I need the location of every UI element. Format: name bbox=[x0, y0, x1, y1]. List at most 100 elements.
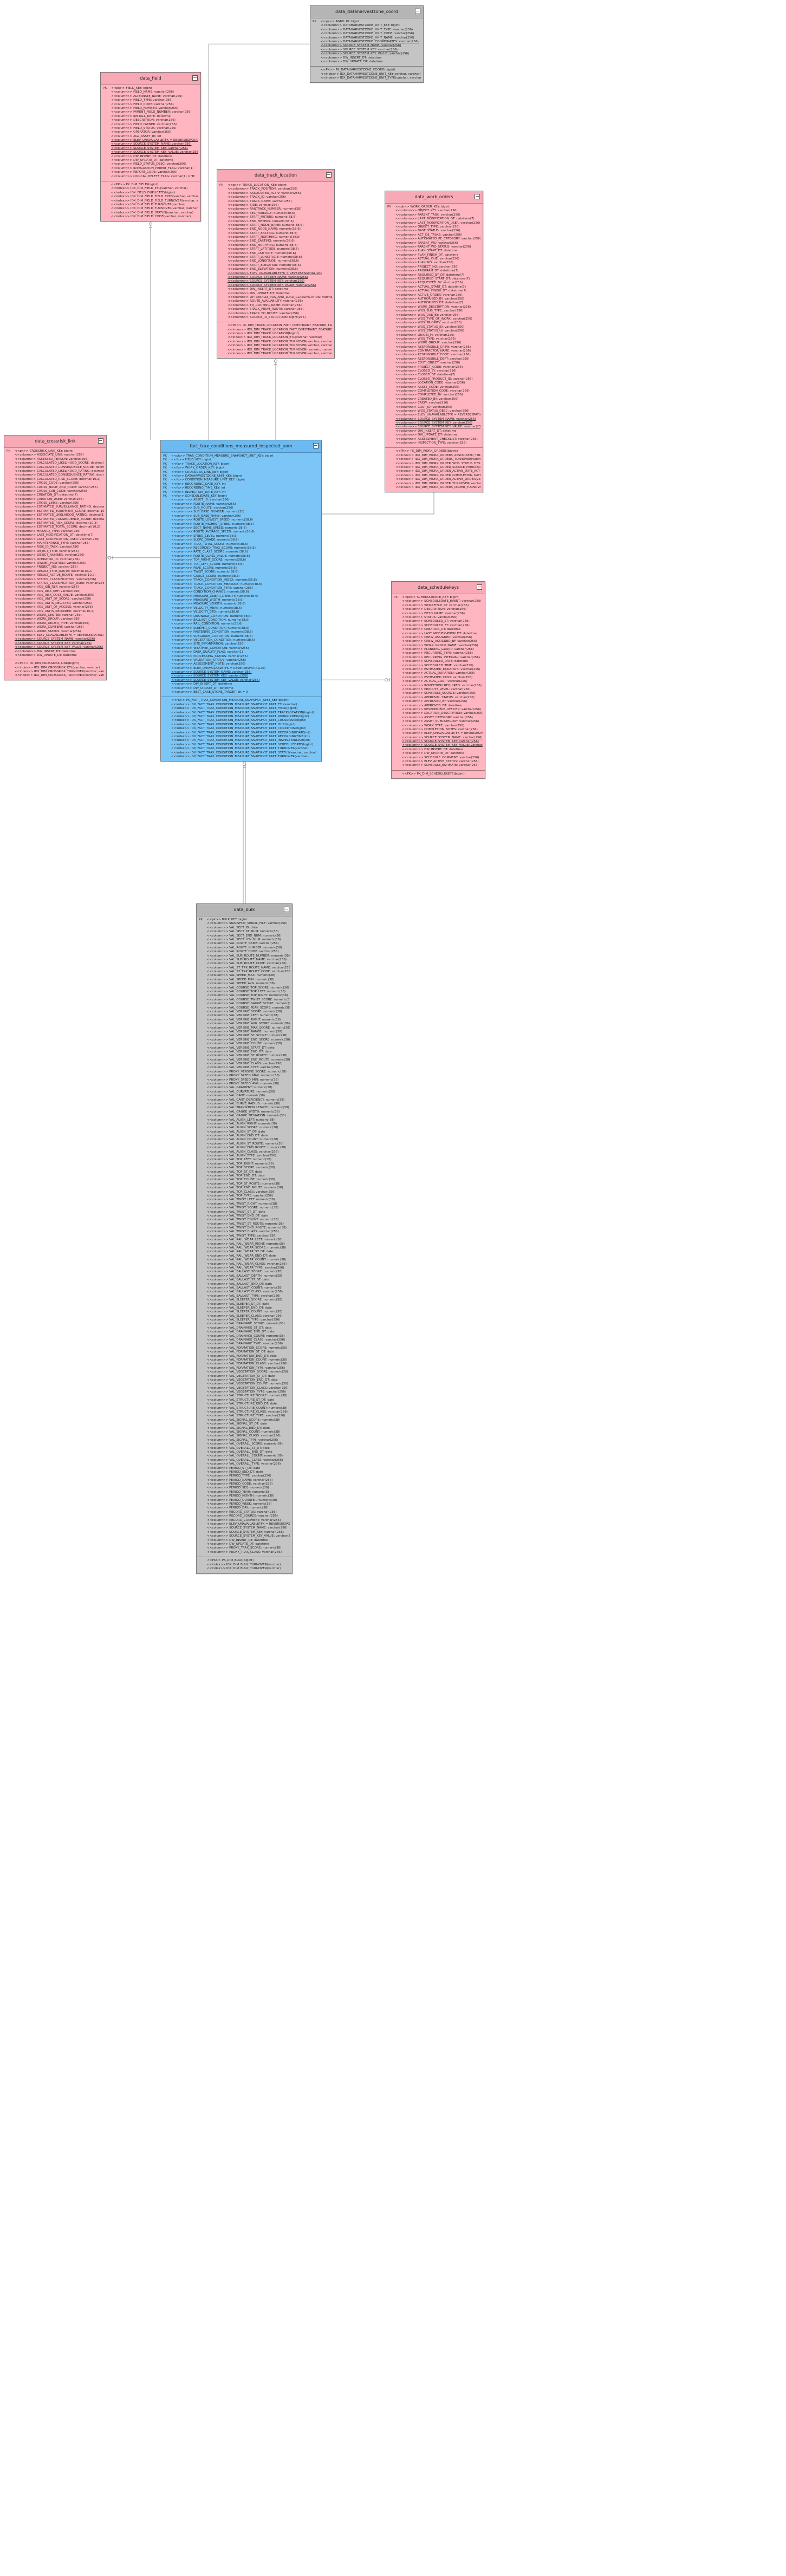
column-row[interactable]: <<column>> ESTIMATED_LIKELIHOOD_RATING: … bbox=[7, 513, 104, 517]
column-row[interactable]: <<column>> VAL_VEGETATION_END_DT: date bbox=[199, 1378, 290, 1382]
column-row[interactable]: <<column>> SOURCE_SYSTEM_NAME: varchar(2… bbox=[394, 736, 483, 740]
column-row[interactable]: <<column>> VAL_GAUGE_WIDTH: numeric(38) bbox=[199, 1110, 290, 1114]
column-row[interactable]: <<column>> REQUIRED_BY_DT: datetime(7) bbox=[387, 274, 480, 277]
index-row[interactable]: <<index>> IDX_DIM_TRACK_LOCATION_TURNOVE… bbox=[219, 348, 332, 352]
column-row[interactable]: <<column>> WORK_TYPE: varchar(256) bbox=[394, 724, 483, 728]
column-row[interactable]: <<column>> END_METERS: numeric(38,6) bbox=[219, 220, 332, 224]
column-row[interactable]: FK<<fk>> CROSSRISK_LINK_KEY: bigint bbox=[163, 471, 319, 474]
column-row[interactable]: <<column>> DW_UPDATE_DT: datetime bbox=[7, 654, 104, 658]
column-row[interactable]: <<column>> ASSET_ID: varchar(256) bbox=[163, 498, 319, 502]
column-row[interactable]: <<column>> EQ_ROUTING_NAME: varchar(256) bbox=[219, 304, 332, 308]
column-row[interactable]: <<column>> VAL_VEGETATION_SCORE: numeric… bbox=[199, 1370, 290, 1374]
column-row[interactable]: <<column>> DESCRIPTION: varchar(256) bbox=[103, 119, 198, 122]
column-row[interactable]: <<column>> ACT_DE_TASKS: varchar(256) bbox=[387, 233, 480, 237]
column-row[interactable]: <<column>> PROJECT_CODE: varchar(256) bbox=[387, 366, 480, 369]
column-row[interactable]: <<column>> VAL_COURSE_GAUGE_SCORE: numer… bbox=[199, 1002, 290, 1006]
column-row[interactable]: <<column>> APPROVED_BY: varchar(256) bbox=[394, 700, 483, 704]
column-row[interactable]: FK<<fk>> RECORDING_DATE_KEY: int bbox=[163, 483, 319, 486]
column-row[interactable]: <<column>> PROXY_TRAX_CLASS: varchar(256… bbox=[199, 1551, 290, 1554]
column-row[interactable]: <<column>> CALCULATED_CONSEQUENCE_SCORE:… bbox=[7, 466, 104, 470]
index-row[interactable]: <<index>> IDX_DIM_TRACK_LOCATION(bigint) bbox=[219, 332, 332, 336]
column-row[interactable]: FK<<fk>> CONDITION_MEASURE_UNIT_KEY: big… bbox=[163, 478, 319, 482]
index-row[interactable]: <<index>> IDX_DATAHARVESTZONE_UNIT_TYPE(… bbox=[313, 76, 421, 80]
column-row[interactable]: <<column>> PROCESSING_STATUS: varchar(25… bbox=[163, 655, 319, 659]
column-row[interactable]: <<column>> VAL_TWIST_SCORE: numeric(38) bbox=[199, 1206, 290, 1210]
column-row[interactable]: <<column>> INSPECTION_TYPE: varchar(256) bbox=[387, 441, 480, 445]
column-row[interactable]: <<column>> VOS_UNITS_REGISTER: varchar(2… bbox=[7, 602, 104, 606]
column-row[interactable]: <<column>> SOURCE_SYSTEM_KEY_VALUE: varc… bbox=[163, 679, 319, 682]
column-row[interactable]: <<column>> TRACK_CONDITION_TYPE: varchar… bbox=[163, 587, 319, 590]
column-row[interactable]: <<column>> SIDE: varchar(256) bbox=[219, 204, 332, 207]
column-row[interactable]: <<column>> DW_INSERT_DT: datetime bbox=[387, 430, 480, 433]
column-row[interactable]: <<column>> RECURRING_INTERVAL: varchar(2… bbox=[394, 656, 483, 660]
column-row[interactable]: <<column>> LOGICAL_DELETE_FLAG: varchar(… bbox=[103, 175, 198, 179]
column-row[interactable]: <<column>> CLOSED_BY: varchar(256) bbox=[387, 369, 480, 373]
column-row[interactable]: <<column>> VAL_OVERALL_END_DT: date bbox=[199, 1450, 290, 1454]
column-row[interactable]: PK<<pk>> TRACK_LOCATION_KEY: bigint bbox=[219, 184, 332, 187]
column-row[interactable]: <<column>> ESTIMATED_CONSEQUENCE_SCORE: … bbox=[7, 518, 104, 522]
column-row[interactable]: <<column>> END_LONGITUDE: numeric(38,6) bbox=[219, 259, 332, 263]
column-row[interactable]: <<column>> ASSET_CODE: varchar(256) bbox=[387, 386, 480, 389]
index-row[interactable]: <<index>> IDX_DIM_FIELD_TURNOVER(varchar… bbox=[103, 203, 198, 207]
column-row[interactable]: <<column>> WORK_CENTRE: varchar(256) bbox=[7, 614, 104, 617]
column-row[interactable]: <<column>> VAL_TOP_SCORE: numeric(38) bbox=[199, 1166, 290, 1170]
column-row[interactable]: FK<<fk>> SCHEDULEDATE_KEY: bigint bbox=[163, 495, 319, 498]
column-row[interactable]: <<column>> FIELD_NAME: varchar(256) bbox=[103, 90, 198, 94]
column-row[interactable]: <<column>> REQUIRED_START_DT: datetime(7… bbox=[387, 277, 480, 281]
column-row[interactable]: <<column>> VAL_VERSINE_START_DT: date bbox=[199, 1046, 290, 1050]
column-row[interactable]: <<column>> PERIOD_NAME: varchar(256) bbox=[199, 1479, 290, 1482]
column-row[interactable]: <<column>> OPTIONALLY_POS_AND_LOAD_CLASS… bbox=[219, 296, 332, 300]
column-row[interactable]: <<column>> SUB_ROUTE: varchar(256) bbox=[163, 506, 319, 510]
column-row[interactable]: <<column>> ELEV_UNAVAILABLETFK = REVERSE… bbox=[387, 413, 480, 417]
column-row[interactable]: <<column>> CROSS_SUB_CODE: varchar(256) bbox=[7, 490, 104, 493]
column-row[interactable]: <<column>> VAL_SIGNAL_CLASS: varchar(256… bbox=[199, 1434, 290, 1438]
column-row[interactable]: <<column>> VAL_RAIL_WEAR_LEFT: numeric(3… bbox=[199, 1238, 290, 1242]
column-row[interactable]: <<column>> VOS_UNIT_OF_ACCESS: varchar(2… bbox=[7, 606, 104, 609]
index-row[interactable]: <<index>> IDX_FACT_TRAX_CONDITION_MEASUR… bbox=[163, 711, 319, 715]
column-row[interactable]: <<column>> DW_INSERT_DT: datetime bbox=[7, 650, 104, 654]
column-row[interactable]: <<column>> INSTALL_DATE: datetime bbox=[103, 115, 198, 119]
column-row[interactable]: <<column>> VAL_VEGETATION_COUNT: numeric… bbox=[199, 1382, 290, 1386]
column-row[interactable]: <<column>> WOS_STATUS_DESC: varchar(256) bbox=[387, 409, 480, 413]
column-row[interactable]: <<column>> VAL_SECT_ST_NUM: numeric(38) bbox=[199, 930, 290, 934]
column-row[interactable]: <<column>> DW_UPDATE_DT: datetime bbox=[103, 159, 198, 162]
column-row[interactable]: <<column>> CONDITION_CHANGE: numeric(38,… bbox=[163, 590, 319, 594]
index-row[interactable]: <<index>> IDX_DIM_FIELD_FIELD_TYPE(varch… bbox=[103, 195, 198, 199]
column-row[interactable]: <<column>> ELEV_UNAVAILABLETFK = REVERSE… bbox=[394, 732, 483, 736]
column-row[interactable]: <<column>> VAL_CANT_DEFICIENCY: numeric(… bbox=[199, 1098, 290, 1102]
column-row[interactable]: <<column>> TRACK_POSITION: varchar(256) bbox=[219, 187, 332, 191]
column-row[interactable]: <<column>> WOS_PRIORITY: varchar(256) bbox=[387, 321, 480, 325]
column-row[interactable]: <<column>> RECORDED_TRAX_SCORE: numeric(… bbox=[163, 547, 319, 550]
column-row[interactable]: <<column>> COMPLETED_BY: varchar(256) bbox=[387, 393, 480, 397]
column-row[interactable]: <<column>> CALCULATED_CONSEQUENCE_RATING… bbox=[7, 473, 104, 477]
column-row[interactable]: <<column>> SOURCE_SYSTEM_NAME: varchar(2… bbox=[103, 142, 198, 146]
index-row[interactable]: <<index>> IDX_FACT_TRAX_CONDITION_MEASUR… bbox=[163, 739, 319, 743]
column-row[interactable]: <<column>> VAL_TWIST_ST_DT: date bbox=[199, 1211, 290, 1214]
column-row[interactable]: <<column>> VAL_BALLAST_END_DT: date bbox=[199, 1283, 290, 1286]
column-row[interactable]: FK<<fk>> TRACK_LOCATION_KEY: bigint bbox=[163, 463, 319, 466]
column-row[interactable]: <<column>> VAL_FORMATION_END_DT: date bbox=[199, 1355, 290, 1358]
column-row[interactable]: <<column>> RESPONSIBLE_OFFICER: varchar(… bbox=[394, 708, 483, 712]
index-row[interactable]: <<index>> IDX_FACT_TRAX_CONDITION_MEASUR… bbox=[163, 715, 319, 719]
column-row[interactable]: <<column>> VAL_TOP_ST_ROUTE: numeric(38) bbox=[199, 1182, 290, 1186]
index-row[interactable]: <<index>> IDX_DIM_CROSSRISK_TURNOVER(var… bbox=[7, 674, 104, 678]
index-row[interactable]: <<index>> IDX_DIM_TRACK_LOCATION_TURNOVE… bbox=[219, 344, 332, 348]
column-row[interactable]: <<column>> ELEV_UNAVAILABLETFK = REVERSE… bbox=[199, 1523, 290, 1526]
column-row[interactable]: <<column>> INTEGRATION_PERMIT_FLAG: varc… bbox=[103, 167, 198, 171]
column-row[interactable]: <<column>> VAL_VEGETATION_CLASS: varchar… bbox=[199, 1387, 290, 1390]
column-row[interactable]: <<column>> VOS_UNITS_REQUIRED: decimal(1… bbox=[7, 610, 104, 614]
column-row[interactable]: <<column>> VALIDATION_STATUS: varchar(25… bbox=[163, 659, 319, 662]
column-row[interactable]: <<column>> VAL_SIGNAL_END_DT: date bbox=[199, 1427, 290, 1430]
column-row[interactable]: <<column>> START_NORTHING: numeric(38,6) bbox=[219, 236, 332, 239]
column-row[interactable]: <<column>> VAL_OVERALL_COUNT: numeric(38… bbox=[199, 1454, 290, 1458]
column-row[interactable]: <<column>> FIELD_NUMBER: varchar(256) bbox=[103, 107, 198, 110]
column-row[interactable]: <<column>> CREW_ASSIGNED_BY: varchar(256… bbox=[394, 640, 483, 643]
column-row[interactable]: <<column>> VAL_SUB_ROUTE_NAME: varchar(2… bbox=[199, 958, 290, 962]
column-row[interactable]: <<column>> VAL_TOP_END_ROUTE: numeric(38… bbox=[199, 1186, 290, 1190]
column-row[interactable]: <<column>> TRACK_CONDITION_MEASURE: nume… bbox=[163, 583, 319, 587]
column-row[interactable]: <<column>> VAL_VEGETATION_ST_DT: date bbox=[199, 1375, 290, 1378]
column-row[interactable]: <<column>> VAL_TRANSITION_LENGTH: numeri… bbox=[199, 1106, 290, 1110]
column-row[interactable]: <<column>> DW_INSERT_DT: datetime bbox=[313, 56, 421, 60]
column-row[interactable]: <<column>> VAL_TWIST_ST_ROUTE: numeric(3… bbox=[199, 1222, 290, 1226]
